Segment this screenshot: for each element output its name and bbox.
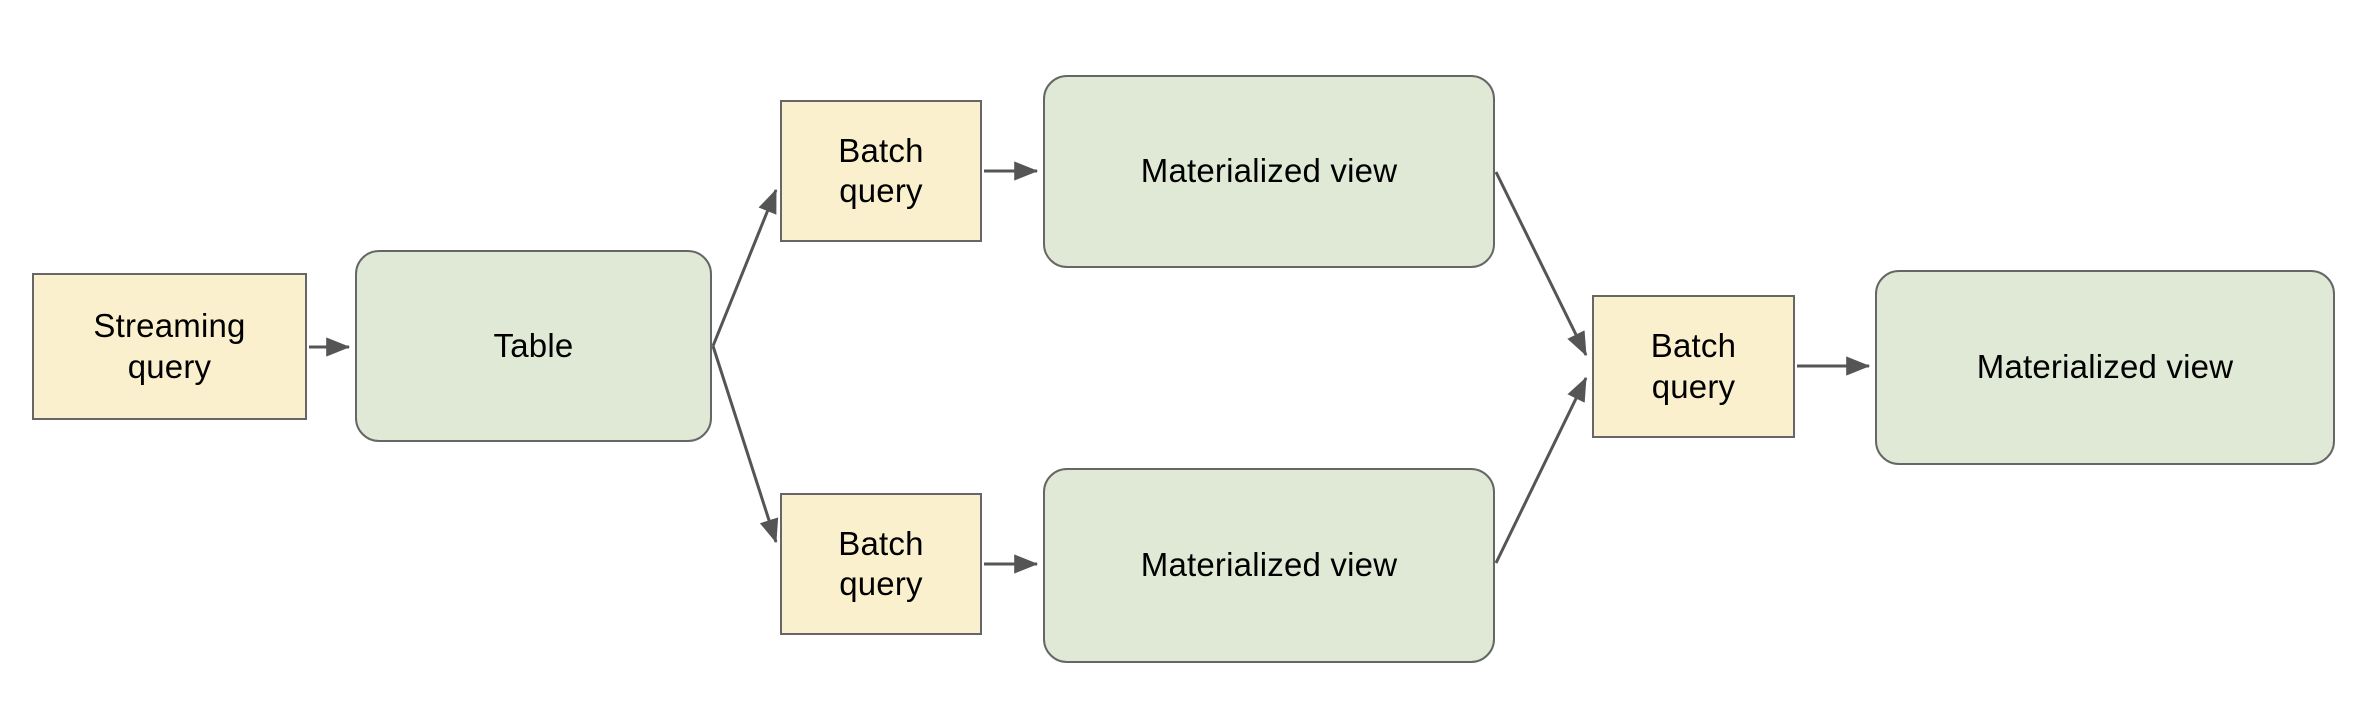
edge-table-to-batch-top bbox=[711, 188, 778, 347]
node-materialized-view-bottom[interactable]: Materialized view bbox=[1043, 468, 1495, 663]
node-table[interactable]: Table bbox=[355, 250, 712, 442]
node-label-batch-query-top: Batch query bbox=[838, 131, 924, 209]
node-label-materialized-view-right: Materialized view bbox=[1976, 348, 2234, 386]
node-label-batch-query-bottom: Batch query bbox=[838, 524, 924, 602]
node-materialized-view-top[interactable]: Materialized view bbox=[1043, 75, 1495, 268]
edge-table-to-batch-bottom bbox=[711, 345, 779, 544]
node-batch-query-center[interactable]: Batch query bbox=[1592, 295, 1795, 438]
node-streaming-query[interactable]: Streaming query bbox=[32, 273, 307, 420]
edge-mv-top-to-batch-center bbox=[1494, 171, 1588, 357]
node-batch-query-bottom[interactable]: Batch query bbox=[780, 493, 982, 635]
node-label-table: Table bbox=[493, 326, 574, 364]
node-label-materialized-view-bottom: Materialized view bbox=[1140, 546, 1398, 584]
node-label-streaming-query: Streaming query bbox=[93, 307, 246, 385]
node-label-materialized-view-top: Materialized view bbox=[1140, 152, 1398, 190]
edge-mv-bottom-to-batch-center bbox=[1494, 376, 1588, 564]
node-label-batch-query-center: Batch query bbox=[1650, 327, 1737, 405]
node-batch-query-top[interactable]: Batch query bbox=[780, 100, 982, 242]
node-materialized-view-right[interactable]: Materialized view bbox=[1875, 270, 2335, 465]
